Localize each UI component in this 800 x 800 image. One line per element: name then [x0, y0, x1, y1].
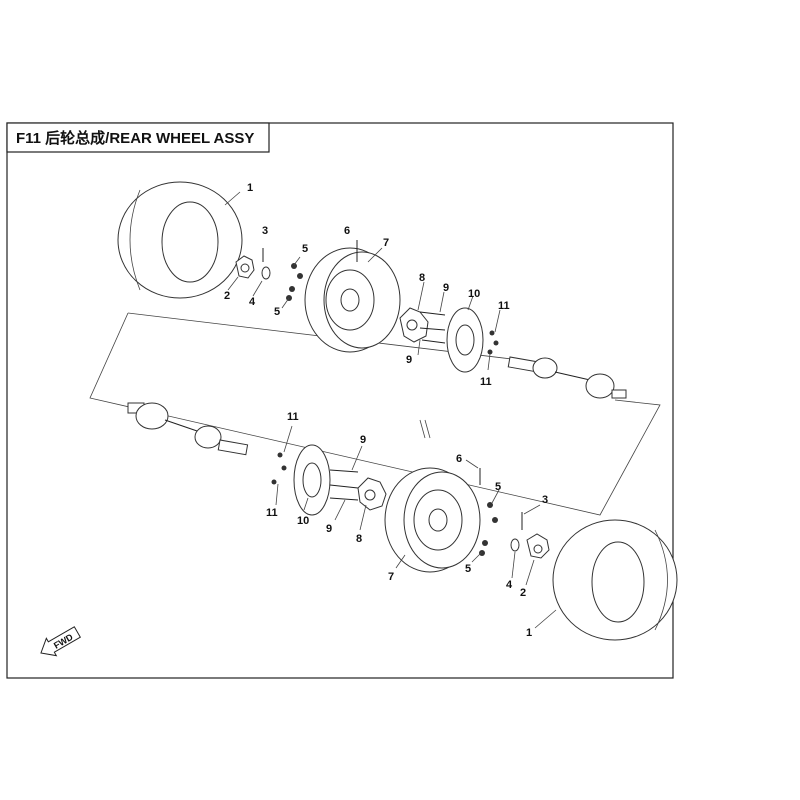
bottom-rim	[384, 467, 481, 573]
top-callout-rim: 7	[383, 237, 389, 249]
top-callout-disc: 10	[468, 288, 480, 300]
bottom-callout-disc: 10	[297, 515, 309, 527]
bottom-drive-shaft	[127, 402, 249, 456]
top-disc	[446, 307, 484, 373]
bottom-callout-bolt-b: 9	[326, 523, 332, 535]
bottom-callout-stud-a: 11	[287, 411, 299, 423]
bottom-callout-valve: 6	[456, 453, 462, 465]
top-callout-nut-b: 5	[274, 306, 280, 318]
bottom-callout-stud-b: 11	[266, 507, 278, 519]
bottom-leader-lines	[275, 425, 557, 629]
bottom-callout-nut-a: 5	[495, 481, 501, 493]
bottom-hub	[526, 533, 550, 559]
diagram-border	[6, 122, 674, 679]
top-callout-bolt-a: 9	[443, 282, 449, 294]
top-callout-tire: 1	[247, 182, 253, 194]
bottom-callout-rim: 7	[388, 571, 394, 583]
top-nuts	[286, 263, 303, 301]
bottom-callout-washer: 4	[506, 579, 513, 591]
top-callout-bolt-b: 9	[406, 354, 412, 366]
bottom-callout-tire: 1	[526, 627, 532, 639]
top-callout-valve: 6	[344, 225, 350, 237]
top-callout-pin: 3	[262, 225, 268, 237]
top-flange	[399, 307, 429, 343]
diagram-title: F11 后轮总成/REAR WHEEL ASSY	[16, 129, 254, 147]
top-callout-nut-a: 5	[302, 243, 308, 255]
top-leader-lines	[224, 191, 501, 371]
bottom-callout-bolt-a: 9	[360, 434, 366, 446]
top-rim	[304, 247, 401, 353]
bottom-nuts	[479, 502, 498, 556]
top-bolts	[419, 311, 446, 344]
top-callout-flange: 8	[419, 272, 425, 284]
bottom-callout-nut-b: 5	[465, 563, 471, 575]
top-tire	[117, 181, 243, 299]
bottom-studs	[271, 452, 287, 485]
bottom-callout-hub: 2	[520, 587, 526, 599]
bottom-tire	[552, 519, 678, 641]
bottom-callout-pin: 3	[542, 494, 548, 506]
bottom-washer	[510, 538, 520, 552]
top-studs	[487, 330, 499, 355]
top-washer	[261, 266, 271, 280]
top-callout-washer: 4	[249, 296, 256, 308]
bottom-flange	[357, 477, 387, 511]
top-callout-stud-b: 11	[480, 376, 492, 388]
top-hub	[235, 255, 255, 279]
bottom-bolts	[329, 469, 359, 501]
top-callout-hub: 2	[224, 290, 230, 302]
title-box	[6, 122, 270, 153]
fwd-arrow-icon: FWD	[40, 626, 82, 657]
bottom-disc	[293, 444, 331, 516]
top-drive-shaft	[507, 356, 627, 399]
bottom-callout-flange: 8	[356, 533, 362, 545]
top-callout-stud-a: 11	[498, 300, 510, 312]
